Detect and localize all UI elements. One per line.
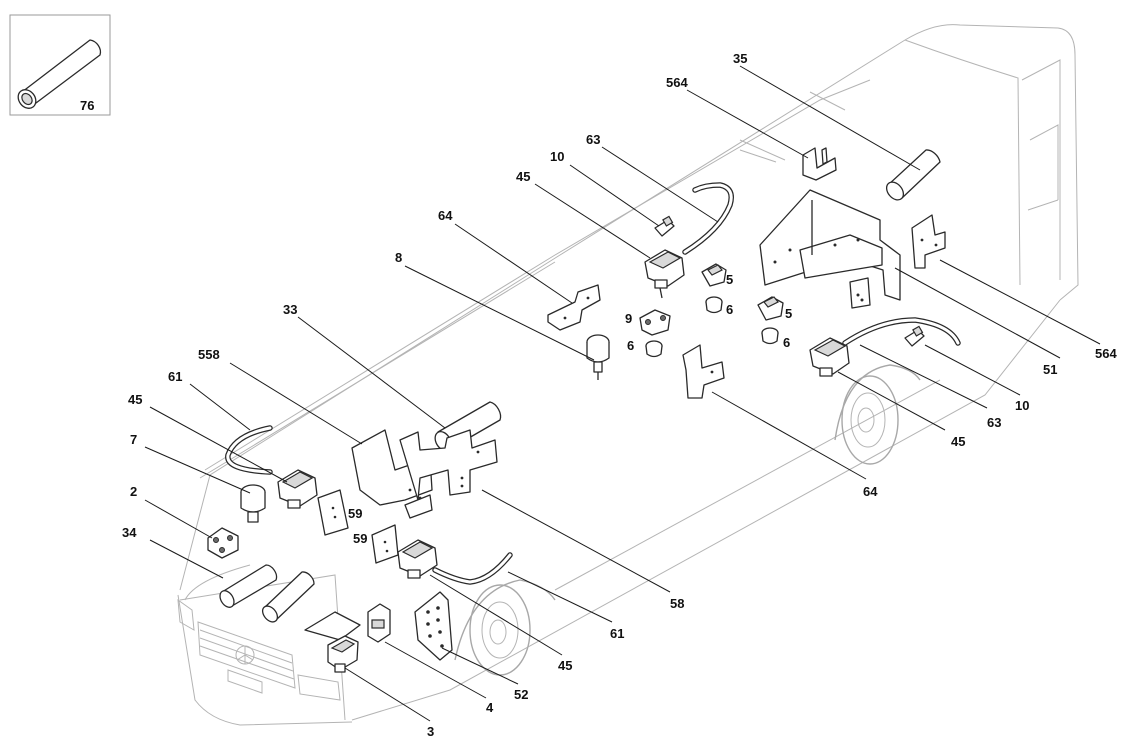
callout-34: 34 <box>122 525 137 540</box>
vehicle-body-outline <box>177 24 1079 726</box>
fitting-10-upper <box>654 215 675 237</box>
callout-45-left: 45 <box>128 392 142 407</box>
callout-64-lower: 64 <box>863 484 878 499</box>
callout-564-right: 564 <box>1095 346 1117 361</box>
valve-2 <box>207 527 239 559</box>
bracket-59-upper <box>317 489 349 536</box>
cap-6-left <box>645 340 663 358</box>
valve-4 <box>367 603 391 643</box>
callout-8: 8 <box>395 250 402 265</box>
bracket-564-upper <box>802 147 837 181</box>
callout-45-lower: 45 <box>558 658 572 673</box>
valve-8 <box>586 334 610 380</box>
bracket-558-58 <box>351 429 498 519</box>
callout-51: 51 <box>1043 362 1057 377</box>
callout-10-upper: 10 <box>550 149 564 164</box>
hose-63-lower <box>842 317 961 346</box>
callout-61-upper: 61 <box>168 369 182 384</box>
callout-558: 558 <box>198 347 220 362</box>
valve-45-upper <box>644 249 685 299</box>
cap-6-upper <box>705 296 723 314</box>
callout-61-lower: 61 <box>610 626 624 641</box>
callout-6-upper: 6 <box>726 302 733 317</box>
valve-45-left <box>277 469 318 509</box>
valve-45-lower <box>397 539 438 579</box>
callout-9: 9 <box>625 311 632 326</box>
valve-45-right <box>809 337 850 377</box>
cap-6-right <box>761 327 779 345</box>
callout-2: 2 <box>130 484 137 499</box>
bracket-64-upper <box>547 284 601 331</box>
callout-59-lower: 59 <box>353 531 367 546</box>
callout-45-right: 45 <box>951 434 965 449</box>
bracket-564-right <box>911 214 946 269</box>
callout-labels: 35 564 63 10 45 64 8 5 6 5 6 9 6 33 558 … <box>122 51 1117 739</box>
callout-10-lower: 10 <box>1015 398 1029 413</box>
inset-part-number: 76 <box>80 98 94 113</box>
valve-9 <box>639 309 671 336</box>
callout-64-upper: 64 <box>438 208 453 223</box>
air-tanks-34 <box>219 564 315 623</box>
rear-wheel <box>841 375 899 465</box>
leader-lines <box>144 65 1101 722</box>
front-grille <box>197 621 296 694</box>
callout-63-upper: 63 <box>586 132 600 147</box>
bracket-59-lower <box>371 524 399 564</box>
callout-52: 52 <box>514 687 528 702</box>
callout-35: 35 <box>733 51 747 66</box>
callout-5-upper: 5 <box>726 272 733 287</box>
callout-4: 4 <box>486 700 494 715</box>
bracket-64-lower <box>682 344 725 399</box>
inset-panel-76: 76 <box>9 14 111 116</box>
callout-45-upper: 45 <box>516 169 530 184</box>
callout-6-left: 6 <box>627 338 634 353</box>
valve-5-upper <box>701 263 727 287</box>
frame-bracket-51 <box>759 189 901 309</box>
hose-61-upper <box>225 425 273 475</box>
callout-63-lower: 63 <box>987 415 1001 430</box>
valve-5-lower <box>757 296 784 321</box>
callout-59-upper: 59 <box>348 506 362 521</box>
callout-3: 3 <box>427 724 434 739</box>
callout-58: 58 <box>670 596 684 611</box>
callout-5-lower: 5 <box>785 306 792 321</box>
fitting-10-lower <box>904 325 925 347</box>
air-tank-35 <box>885 149 941 201</box>
callout-564-upper: 564 <box>666 75 688 90</box>
hose-61-lower <box>432 552 513 585</box>
plate-52 <box>414 591 453 661</box>
hose-63-upper <box>682 182 734 255</box>
callout-7: 7 <box>130 432 137 447</box>
valve-7 <box>240 484 266 523</box>
callout-6-right: 6 <box>783 335 790 350</box>
tube-sleeve-icon <box>17 39 102 109</box>
callout-33: 33 <box>283 302 297 317</box>
brake-valve-3 <box>304 611 361 673</box>
